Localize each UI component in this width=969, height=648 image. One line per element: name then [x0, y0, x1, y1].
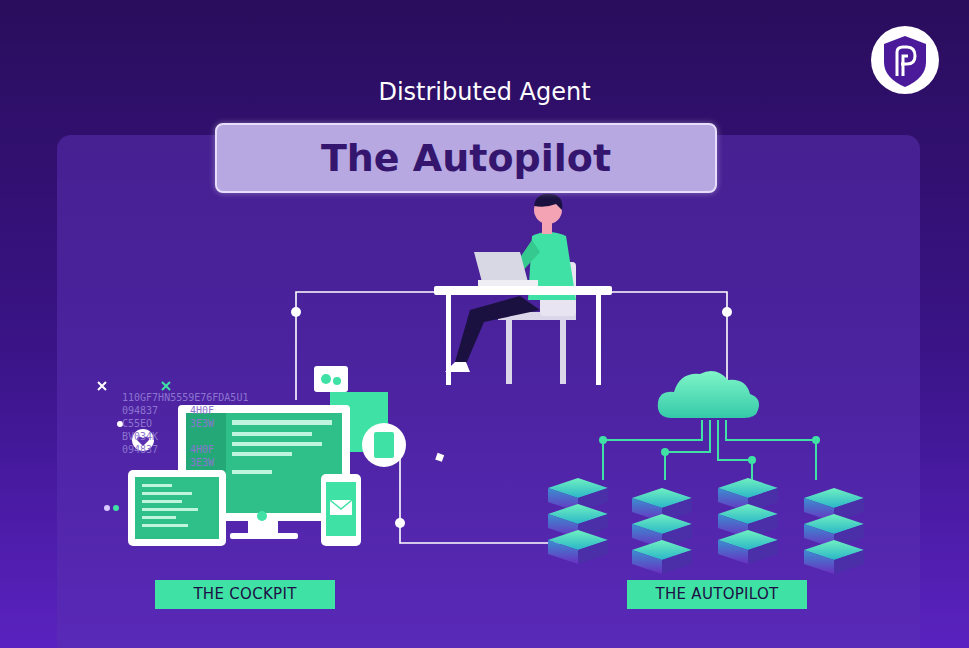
node-text: THE COCKPIT [193, 585, 296, 603]
diagram-title: Distributed Agent [0, 78, 969, 106]
code-texture: 110GF7HN5559E76FDA5U1 [122, 392, 248, 403]
code-texture: BV034K [122, 431, 158, 442]
code-texture: 4H0F [190, 444, 214, 455]
node-text: The Autopilot [321, 136, 611, 180]
section-label: THE COCKPIT [155, 580, 335, 609]
title-band: The Autopilot [215, 123, 717, 193]
code-texture: C55EO [122, 418, 152, 429]
code-texture: 4H0F [190, 405, 214, 416]
code-texture: 094837 [122, 444, 158, 455]
section-label: THE AUTOPILOT [627, 580, 807, 609]
node-text: THE AUTOPILOT [655, 585, 778, 603]
code-texture: 3E3W [190, 457, 214, 468]
code-texture: 094837 [122, 405, 158, 416]
code-texture: 3E3W [190, 418, 214, 429]
